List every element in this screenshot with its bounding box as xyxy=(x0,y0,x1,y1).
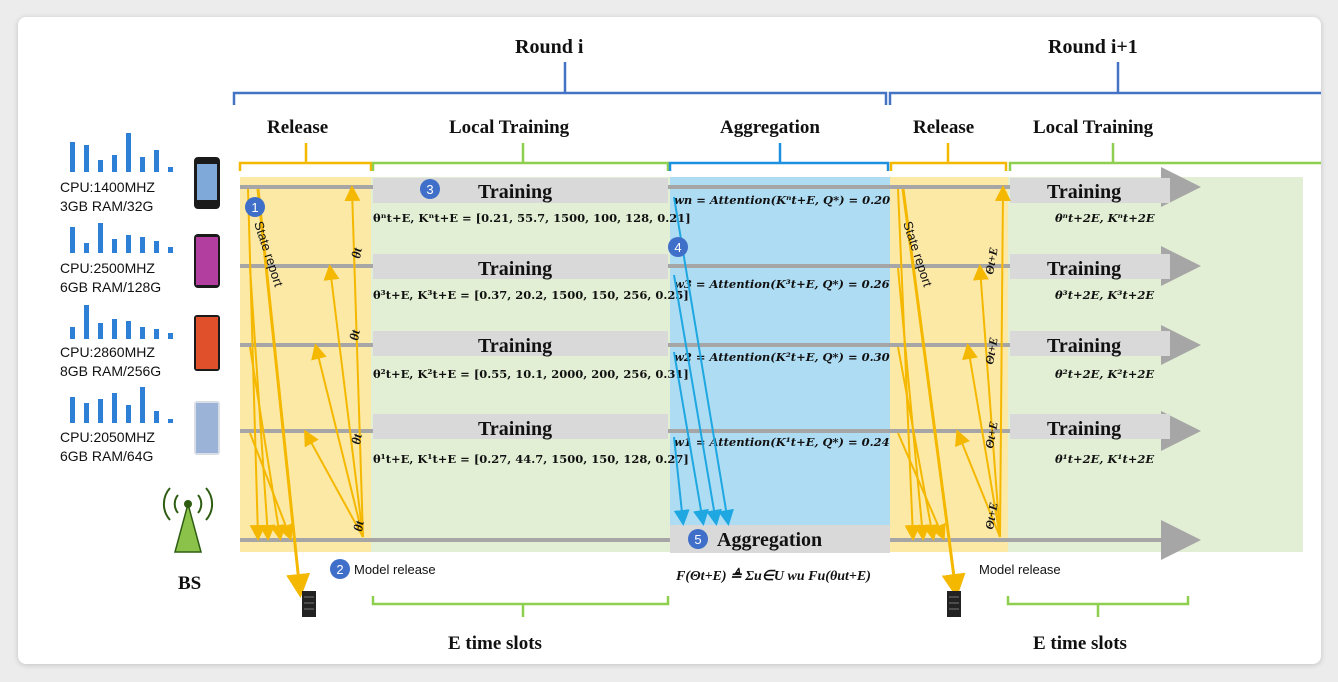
phone-icon-3 xyxy=(194,315,220,371)
diagram-card: Round i Round i+1 Release Local Training… xyxy=(18,17,1321,664)
weight-row-1: w1 = Attention(K¹t+E, Q*) = 0.24 xyxy=(674,435,890,449)
device-2-cpu: CPU:2500MHZ xyxy=(60,260,155,276)
aggregation-band xyxy=(670,177,890,552)
training-label-3-next: Training xyxy=(1047,258,1121,280)
state-row-3: θ³t+E, K³t+E = [0.37, 20.2, 1500, 150, 2… xyxy=(373,288,689,302)
phase-release: Release xyxy=(267,117,328,138)
device-1-mem: 3GB RAM/32G xyxy=(60,198,153,214)
weight-row-3: w3 = Attention(K³t+E, Q*) = 0.26 xyxy=(674,277,890,291)
training-label-3: Training xyxy=(478,258,552,280)
training-label-1-next: Training xyxy=(1047,418,1121,440)
weight-row-n: wn = Attention(Kⁿt+E, Q*) = 0.20 xyxy=(674,193,890,207)
step-badge-3: 3 xyxy=(420,179,440,199)
time-slots-brace-2 xyxy=(1006,596,1190,617)
server-icon xyxy=(302,591,316,617)
training-label-n: Training xyxy=(478,181,552,203)
state-row-n: θⁿt+E, Kⁿt+E = [0.21, 55.7, 1500, 100, 1… xyxy=(373,211,691,225)
svg-text:5: 5 xyxy=(694,532,701,547)
svg-text:1: 1 xyxy=(251,200,258,215)
device-bars-2 xyxy=(70,223,173,253)
step-badge-4: 4 xyxy=(668,237,688,257)
federated-learning-diagram: Round i Round i+1 Release Local Training… xyxy=(60,36,1321,654)
phase-local-training: Local Training xyxy=(449,117,570,138)
release-arrows-2 xyxy=(897,185,1011,598)
theta-t-label-3: θt xyxy=(348,432,365,445)
svg-text:2: 2 xyxy=(336,562,343,577)
theta-t-label-2: θt xyxy=(346,328,363,341)
state-row-2: θ²t+E, K²t+E = [0.55, 10.1, 2000, 200, 2… xyxy=(373,367,689,381)
device-4-cpu: CPU:2050MHZ xyxy=(60,429,155,445)
aggregation-formula: F(Θt+E) ≜ Σu∈U wu Fu(θut+E) xyxy=(675,567,871,584)
time-slots-label: E time slots xyxy=(448,633,542,654)
step-badge-5: 5 xyxy=(688,529,708,549)
training-label-n-next: Training xyxy=(1047,181,1121,203)
training-label-2: Training xyxy=(478,335,552,357)
aggregation-box-label: Aggregation xyxy=(717,529,822,551)
release-brace xyxy=(238,143,373,171)
bs-label: BS xyxy=(178,573,201,594)
round-i-label: Round i xyxy=(515,36,584,58)
theta-tE-label-1: Θt+E xyxy=(982,246,1001,275)
training-brace-2 xyxy=(1008,143,1321,171)
device-3-mem: 8GB RAM/256G xyxy=(60,363,161,379)
next-state-1: θ¹t+2E, K¹t+2E xyxy=(1055,452,1154,466)
theta-tE-label-4: Θt+E xyxy=(982,501,1001,530)
device-4-mem: 6GB RAM/64G xyxy=(60,448,153,464)
device-2-mem: 6GB RAM/128G xyxy=(60,279,161,295)
model-release-label: Model release xyxy=(354,562,436,577)
base-station-icon xyxy=(162,487,214,553)
phase-release-2: Release xyxy=(913,117,974,138)
training-label-1: Training xyxy=(478,418,552,440)
step-badge-2: 2 xyxy=(330,559,350,579)
theta-t-label-4: θt xyxy=(350,519,367,532)
step-badge-1: 1 xyxy=(245,197,265,217)
state-row-1: θ¹t+E, K¹t+E = [0.27, 44.7, 1500, 150, 1… xyxy=(373,452,689,466)
device-bars-3 xyxy=(70,305,173,339)
phone-icon-1 xyxy=(194,157,220,209)
round-i-plus-1-label: Round i+1 xyxy=(1048,36,1138,58)
time-slots-label-2: E time slots xyxy=(1033,633,1127,654)
round-i-brace xyxy=(232,62,888,105)
round-i-plus-1-brace xyxy=(888,62,1321,105)
svg-text:4: 4 xyxy=(674,240,681,255)
server-icon-2 xyxy=(947,591,961,617)
weight-row-2: w2 = Attention(K²t+E, Q*) = 0.30 xyxy=(674,350,890,364)
device-bars-1 xyxy=(70,133,173,172)
theta-tE-label-2: Θt+E xyxy=(982,336,1001,365)
device-3-cpu: CPU:2860MHZ xyxy=(60,344,155,360)
training-boxes xyxy=(373,178,1170,553)
next-state-n: θⁿt+2E, Kⁿt+2E xyxy=(1055,211,1155,225)
theta-t-label-1: θt xyxy=(348,246,365,259)
phone-icon-4 xyxy=(194,401,220,455)
release-arrows xyxy=(247,185,364,598)
phase-aggregation: Aggregation xyxy=(720,117,820,138)
phone-icon-2 xyxy=(194,234,220,288)
model-release-label-2: Model release xyxy=(979,562,1061,577)
training-band-2 xyxy=(1008,177,1303,552)
time-slots-brace xyxy=(371,596,670,617)
phase-local-training-2: Local Training xyxy=(1033,117,1154,138)
training-brace xyxy=(371,143,670,171)
device-bars-4 xyxy=(70,387,173,423)
device-1-cpu: CPU:1400MHZ xyxy=(60,179,155,195)
training-band xyxy=(371,177,670,552)
theta-tE-label-3: Θt+E xyxy=(982,420,1001,449)
next-state-3: θ³t+2E, K³t+2E xyxy=(1055,288,1154,302)
release-brace-2 xyxy=(889,143,1008,171)
training-label-2-next: Training xyxy=(1047,335,1121,357)
svg-text:3: 3 xyxy=(426,182,433,197)
aggregation-brace xyxy=(668,143,890,171)
next-state-2: θ²t+2E, K²t+2E xyxy=(1055,367,1154,381)
